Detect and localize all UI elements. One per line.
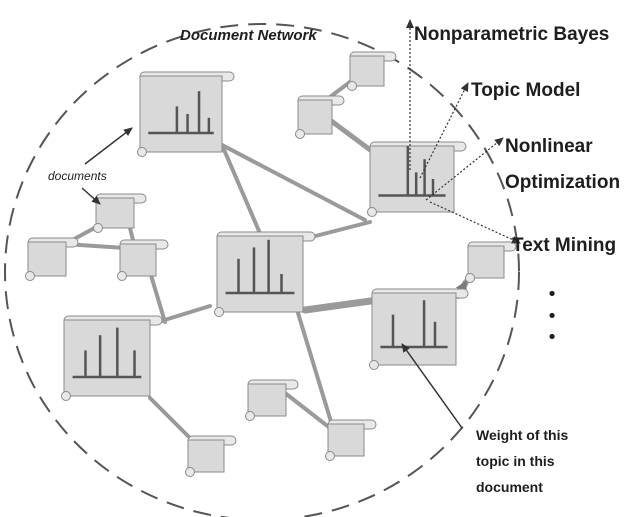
edge bbox=[156, 304, 212, 324]
topic-label-topic-model: Topic Model bbox=[471, 80, 580, 101]
document-small bbox=[295, 95, 345, 139]
edge bbox=[148, 396, 194, 442]
ellipsis-dot: • bbox=[547, 306, 558, 327]
network-edges bbox=[63, 80, 469, 442]
document-small bbox=[117, 239, 169, 281]
edge bbox=[283, 391, 332, 430]
edge bbox=[328, 80, 352, 99]
edge bbox=[220, 143, 264, 240]
documents-label: documents bbox=[48, 169, 107, 183]
topic-pointer bbox=[429, 201, 521, 244]
document-small bbox=[93, 193, 147, 233]
topic-label-nonparametric-bayes: Nonparametric Bayes bbox=[414, 24, 609, 45]
ellipsis-dot: • bbox=[547, 327, 558, 348]
document-small bbox=[185, 435, 237, 477]
weight-caption-line: document bbox=[476, 479, 543, 495]
documents-arrow bbox=[81, 187, 101, 205]
documents-arrow bbox=[84, 127, 133, 165]
document-small bbox=[347, 51, 397, 91]
network-title: Document Network bbox=[180, 27, 317, 44]
document-large bbox=[214, 231, 316, 317]
weight-caption-line: topic in this bbox=[476, 453, 555, 469]
topic-pointer bbox=[419, 82, 469, 179]
topic-pointers bbox=[406, 19, 521, 244]
document-small bbox=[25, 237, 79, 281]
topic-label-text-mining: Text Mining bbox=[512, 235, 616, 256]
edge bbox=[148, 270, 167, 324]
topic-label-optimization: Optimization bbox=[505, 172, 620, 193]
document-large bbox=[137, 71, 235, 157]
topic-label-nonlinear: Nonlinear bbox=[505, 136, 593, 157]
document-small bbox=[465, 241, 517, 283]
document-small bbox=[245, 379, 299, 421]
documents bbox=[25, 51, 517, 477]
edge bbox=[327, 117, 376, 155]
document-large bbox=[369, 288, 469, 370]
ellipsis-dot: • bbox=[547, 284, 558, 305]
weight-caption-line: Weight of this bbox=[476, 427, 568, 443]
weight-arrow bbox=[401, 343, 463, 429]
document-large bbox=[61, 315, 163, 401]
document-small bbox=[325, 419, 377, 461]
edge bbox=[296, 311, 334, 427]
edge bbox=[301, 296, 382, 314]
edge bbox=[220, 143, 367, 222]
document-highlighted bbox=[367, 141, 467, 217]
topic-pointer bbox=[425, 137, 504, 201]
network-boundary bbox=[4, 23, 520, 517]
